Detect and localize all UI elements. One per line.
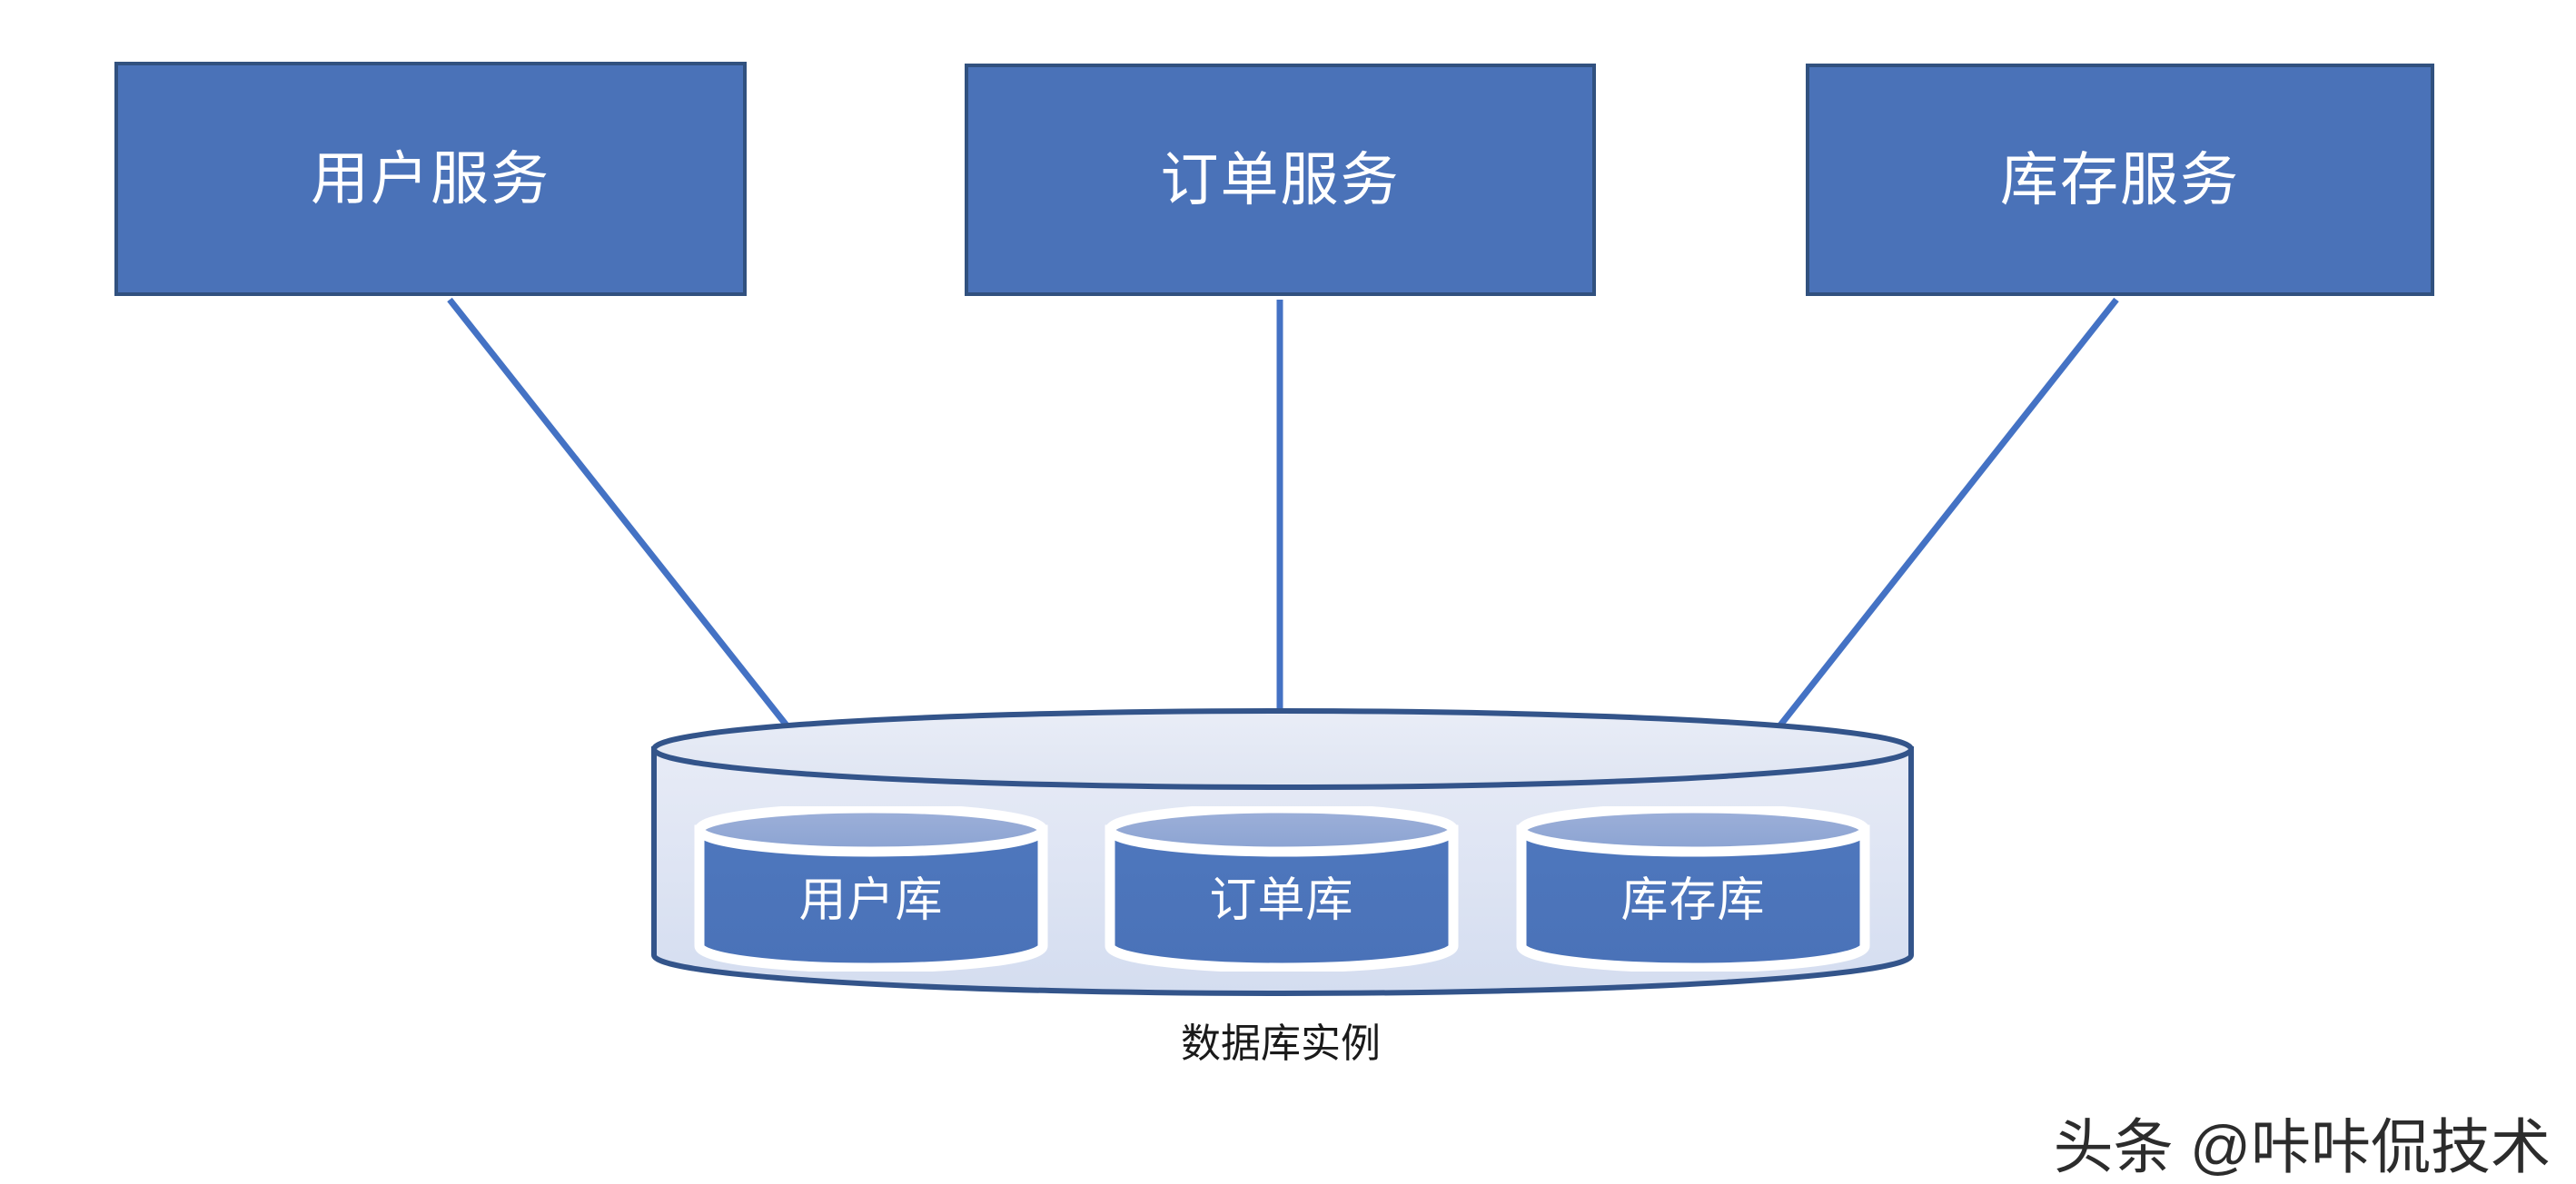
inner-database-order[interactable]: 订单库 [1104,806,1460,972]
inner-database-label-user: 用户库 [798,874,944,927]
inner-database-user[interactable]: 用户库 [693,806,1049,972]
service-label-user: 用户服务 [311,146,550,212]
watermark-text: 头条 @咔咔侃技术 [2053,1113,2551,1180]
service-box-user[interactable]: 用户服务 [114,62,747,296]
service-label-inventory: 库存服务 [2000,147,2240,212]
service-box-inventory[interactable]: 库存服务 [1806,64,2434,296]
database-instance-caption: 数据库实例 [1181,1021,1381,1066]
service-box-order[interactable]: 订单服务 [965,64,1596,296]
service-label-order: 订单服务 [1160,147,1401,212]
inner-database-label-order: 订单库 [1209,874,1354,927]
inner-database-inventory[interactable]: 库存库 [1515,806,1871,972]
inner-database-label-inventory: 库存库 [1620,874,1766,927]
